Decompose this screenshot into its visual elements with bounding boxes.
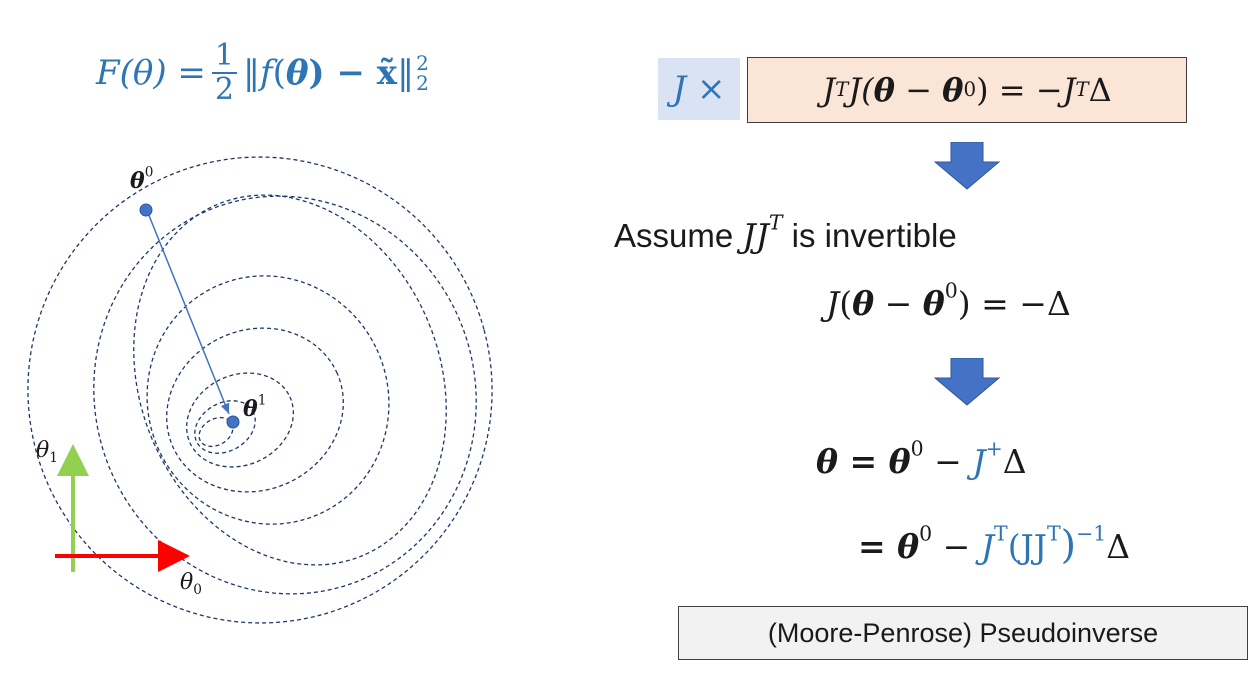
contour-ring-2	[93, 195, 477, 595]
solution-equation: θ = θ0 − J+Δ	[816, 436, 1027, 481]
contour-ring-4	[146, 275, 390, 525]
contour-ring-6	[185, 372, 295, 468]
contour-diagram	[27, 156, 493, 624]
assumption-line: Assume JJT is invertible	[614, 210, 957, 255]
contour-ring-5	[166, 327, 344, 493]
contour-lines	[27, 156, 493, 624]
axis-x-label: θ0	[180, 570, 202, 598]
contour-ring-3	[133, 194, 447, 566]
contour-ring-7	[194, 400, 256, 454]
contour-ring-1	[27, 156, 493, 624]
down-arrow-2	[934, 358, 1000, 406]
theta1-point	[226, 415, 240, 429]
reduced-equation: J(θ − θ0) = −Δ	[826, 278, 1071, 323]
down-arrow-1	[934, 142, 1000, 190]
one-half-fraction: 1 2	[211, 40, 237, 105]
theta0-label: θ0	[130, 164, 154, 194]
objective-function: F(θ) = 1 2 ‖ f ( θ ) − x̃ ‖ 2 2	[96, 38, 429, 107]
j-multiplier-box: J ×	[658, 58, 740, 120]
update-step-arrow	[147, 212, 230, 415]
axis-y-label: θ1	[36, 438, 58, 466]
pseudoinverse-expansion: = θ0 − JT(JJT)−1Δ	[858, 521, 1131, 568]
pseudoinverse-label-box: (Moore-Penrose) Pseudoinverse	[678, 606, 1248, 660]
theta1-label: θ1	[243, 392, 267, 422]
objective-lhs: F(θ) =	[96, 52, 206, 93]
theta0-point	[139, 203, 153, 217]
